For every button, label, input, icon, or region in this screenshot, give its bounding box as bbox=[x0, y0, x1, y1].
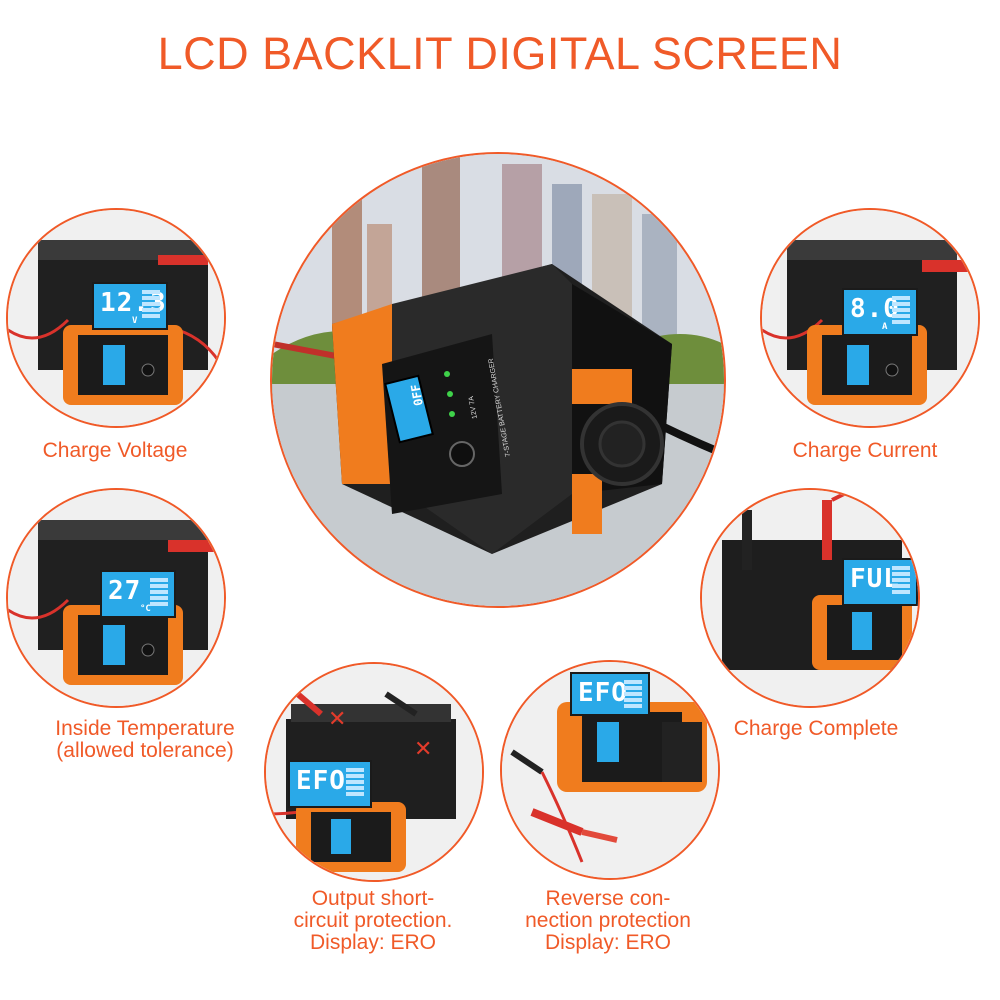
lcd-battery-bars bbox=[346, 768, 364, 798]
lcd-battery-bars bbox=[624, 680, 642, 710]
reverse-connection-display: EFO bbox=[578, 678, 628, 708]
caption-short-circuit-line3: Display: ERO bbox=[309, 931, 437, 954]
caption-inside-temperature-line1: Inside Temperature bbox=[55, 717, 235, 740]
short-circuit-display: EFO bbox=[296, 766, 346, 796]
caption-reverse-connection-line1: Reverse con- bbox=[545, 887, 671, 910]
voltage-unit: V bbox=[132, 316, 138, 326]
lcd-battery-bars bbox=[150, 578, 168, 608]
caption-inside-temperature: Inside Temperature (allowed tolerance) bbox=[40, 718, 250, 762]
temperature-lcd: 27 °C bbox=[100, 570, 176, 618]
panel-charge-voltage: 12.3 V bbox=[6, 208, 226, 428]
current-lcd: 8.0 A bbox=[842, 288, 918, 336]
caption-charge-complete: Charge Complete bbox=[733, 717, 899, 740]
caption-short-circuit-line2: circuit protection. bbox=[293, 909, 453, 932]
caption-short-circuit: Output short- circuit protection. Displa… bbox=[268, 888, 478, 954]
page-title: LCD BACKLIT DIGITAL SCREEN bbox=[157, 28, 843, 79]
panel-inside-temperature: 27 °C bbox=[6, 488, 226, 708]
lcd-battery-bars bbox=[892, 566, 910, 596]
caption-charge-voltage: Charge Voltage bbox=[42, 439, 188, 462]
complete-display: FUL bbox=[850, 564, 900, 594]
caption-reverse-connection: Reverse con- nection protection Display:… bbox=[500, 888, 716, 954]
caption-reverse-connection-line3: Display: ERO bbox=[544, 931, 672, 954]
caption-inside-temperature-line2: (allowed tolerance) bbox=[56, 739, 234, 762]
current-unit: A bbox=[882, 322, 888, 332]
reverse-connection-lcd: EFO bbox=[570, 672, 650, 716]
temperature-display: 27 bbox=[108, 576, 142, 606]
voltage-lcd: 12.3 V bbox=[92, 282, 168, 330]
current-illustration bbox=[762, 210, 978, 426]
lcd-battery-bars bbox=[892, 296, 910, 326]
complete-lcd: FUL bbox=[842, 558, 918, 606]
current-display: 8.0 bbox=[850, 294, 900, 324]
hero-product-circle: 0FF 12V 7A 7-STAGE BATTERY CHARGER bbox=[270, 152, 726, 608]
red-x-icon: ✕ bbox=[328, 707, 346, 732]
caption-short-circuit-line1: Output short- bbox=[311, 887, 435, 910]
caption-charge-current: Charge Current bbox=[792, 439, 938, 462]
short-circuit-lcd: EFO bbox=[288, 760, 372, 808]
panel-short-circuit: ✕ ✕ EFO bbox=[264, 662, 484, 882]
temperature-unit: °C bbox=[140, 604, 151, 614]
panel-charge-current: 8.0 A bbox=[760, 208, 980, 428]
panel-reverse-connection: EFO bbox=[500, 660, 720, 880]
caption-reverse-connection-line2: nection protection bbox=[525, 909, 691, 932]
lcd-battery-bars bbox=[142, 290, 160, 320]
panel-charge-complete: FUL bbox=[700, 488, 920, 708]
red-x-icon: ✕ bbox=[414, 737, 432, 762]
